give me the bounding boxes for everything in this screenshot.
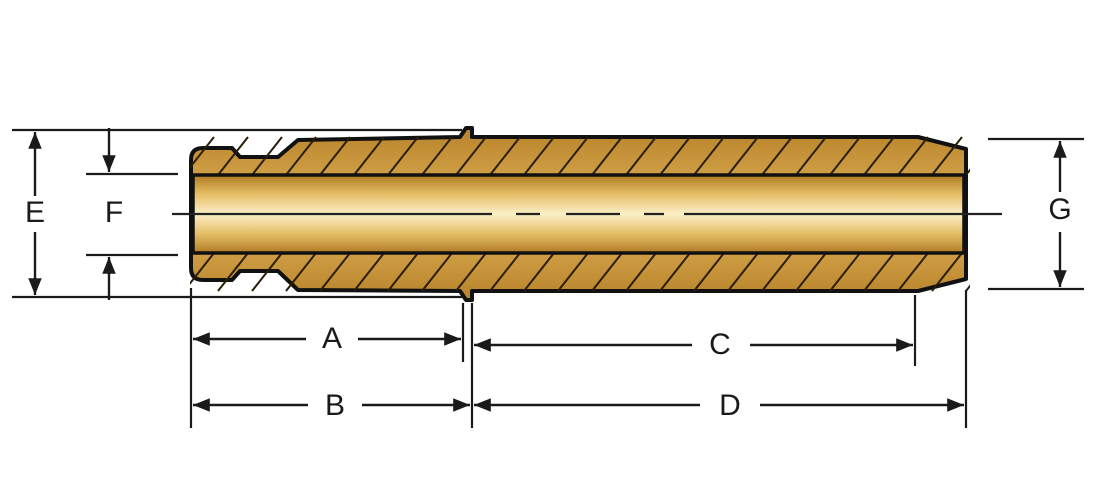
hatch-line	[795, 136, 827, 175]
hatch-line	[150, 253, 180, 291]
hatch-line	[387, 253, 419, 292]
hatch-line	[387, 136, 419, 175]
hatch-line	[829, 253, 861, 292]
hatch-line	[931, 253, 963, 292]
hatch-line	[897, 136, 929, 175]
label-e: E	[25, 196, 45, 229]
hatch-line	[557, 136, 589, 175]
hatch-line	[523, 253, 555, 292]
hatch-line	[965, 284, 970, 292]
dimension-g: G	[1048, 141, 1072, 287]
label-c: C	[709, 328, 731, 361]
dimension-b: B	[193, 389, 470, 422]
hatch-line	[455, 253, 487, 292]
hatch-line	[217, 136, 249, 175]
dimension-c: C	[474, 328, 913, 361]
extension-lines	[12, 128, 1084, 428]
dimension-f: F	[102, 128, 123, 300]
hatch-line	[693, 253, 725, 292]
hatch-line	[319, 136, 351, 175]
hatch-line	[795, 253, 827, 292]
hatch-line	[625, 253, 657, 292]
hatch-line	[727, 253, 759, 292]
hatch-line	[421, 253, 453, 292]
hatch-line	[659, 136, 691, 175]
hatch-line	[625, 136, 657, 175]
hatch-line	[319, 253, 351, 292]
label-a: A	[322, 322, 342, 355]
hatch-line	[591, 136, 623, 175]
top-wall-hatching	[150, 136, 1030, 175]
hatch-line	[659, 253, 691, 292]
hatch-line	[251, 136, 283, 175]
dimension-a: A	[193, 322, 461, 355]
valve-guide-body	[150, 126, 1030, 302]
label-f: F	[105, 196, 123, 229]
hatch-line	[523, 136, 555, 175]
hatch-line	[761, 253, 793, 292]
hatch-line	[965, 168, 970, 175]
hatch-line	[591, 253, 623, 292]
hatch-line	[190, 136, 215, 170]
hatch-line	[285, 253, 317, 292]
hatch-line	[489, 136, 521, 175]
hatch-line	[353, 253, 385, 292]
hatch-line	[931, 136, 963, 175]
label-g: G	[1048, 193, 1071, 226]
hatch-line	[353, 136, 385, 175]
label-d: D	[719, 389, 741, 422]
hatch-line	[761, 136, 793, 175]
hatch-line	[285, 136, 317, 175]
dimension-e: E	[25, 132, 45, 295]
hatch-line	[190, 253, 215, 286]
hatch-line	[150, 137, 180, 175]
dimension-d: D	[474, 389, 964, 422]
hatch-line	[863, 253, 895, 292]
hatch-line	[251, 253, 283, 292]
hatch-line	[455, 136, 487, 175]
hatch-line	[727, 136, 759, 175]
hatch-line	[829, 136, 861, 175]
hatch-line	[1000, 253, 1030, 291]
hatch-line	[557, 253, 589, 292]
hatch-line	[897, 253, 929, 292]
hatch-line	[693, 136, 725, 175]
hatch-line	[863, 136, 895, 175]
hatch-line	[489, 253, 521, 292]
hatch-line	[1000, 137, 1030, 175]
label-b: B	[325, 389, 345, 422]
bottom-wall-hatching	[150, 253, 1030, 292]
hatch-line	[217, 253, 249, 292]
hatch-line	[421, 136, 453, 175]
